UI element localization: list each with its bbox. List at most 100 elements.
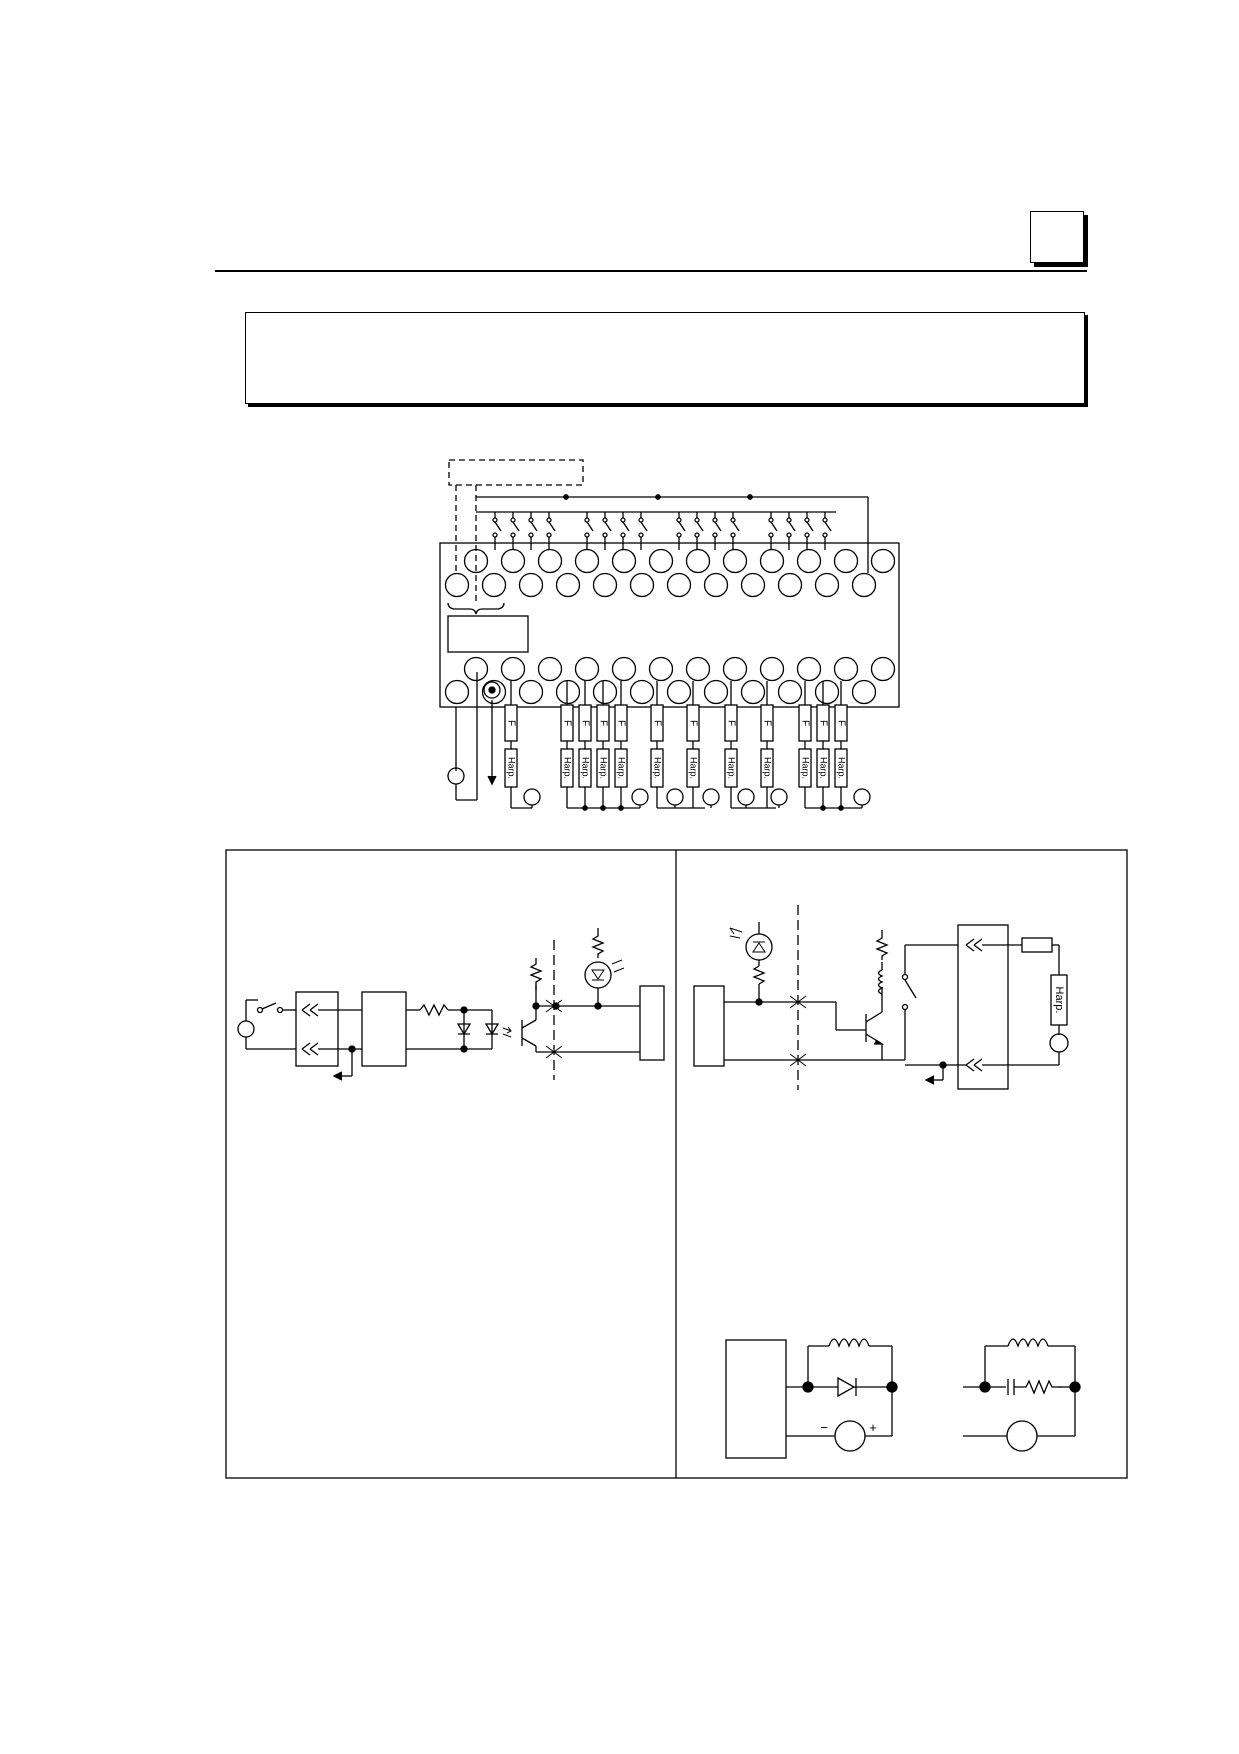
terminal-screw (685, 548, 711, 574)
top-terminal-row-lower (444, 572, 877, 598)
filter-block (361, 991, 407, 1067)
load-label: Harp. (617, 757, 627, 779)
input-circuit (237, 928, 665, 1081)
fuse-label: F (615, 720, 626, 726)
bottom-terminal-row-lower (444, 679, 877, 705)
supply-source-symbol (523, 788, 541, 806)
fuse-label: F (579, 720, 590, 726)
input-switch (604, 521, 612, 532)
fuse (1021, 937, 1053, 953)
terminal-screw (592, 572, 618, 598)
supply-source-symbol (737, 788, 755, 806)
terminal-screw (537, 548, 563, 574)
terminal-screw (740, 679, 766, 705)
switch-contact (546, 517, 552, 523)
load-label: Harp. (507, 757, 517, 779)
terminal-screw (500, 548, 526, 574)
source-symbol (1049, 1033, 1069, 1053)
terminal-screw (870, 548, 896, 574)
supply-source-symbol (666, 788, 684, 806)
bottom-terminal-row-upper (463, 656, 896, 682)
switch-contact (602, 532, 608, 538)
note-box (245, 312, 1085, 404)
input-switch (770, 521, 778, 532)
zener-diode (456, 1023, 472, 1036)
terminal-screw (833, 548, 859, 574)
switch-contact (712, 532, 718, 538)
load-label: Harp. (837, 757, 847, 779)
switch-contact (786, 532, 792, 538)
switch-contact (546, 532, 552, 538)
status-led (745, 933, 773, 961)
input-switch (732, 521, 740, 532)
switch-contact (768, 517, 774, 523)
input-switch (714, 521, 722, 532)
source-symbol (237, 1020, 255, 1038)
connector-block (295, 991, 339, 1067)
brace (447, 602, 505, 615)
terminal-screw (463, 548, 489, 574)
top-terminal-row-upper (463, 548, 896, 574)
terminal-screw (574, 548, 600, 574)
input-switch (678, 521, 686, 532)
terminal-screw (870, 656, 896, 682)
load-label: Harp. (563, 757, 573, 779)
output-transistor (865, 1011, 883, 1045)
input-switch (548, 521, 556, 532)
fuse-label: F (799, 720, 810, 726)
input-switch (640, 521, 648, 532)
switch-contact (676, 532, 682, 538)
chapter-marker (1030, 211, 1084, 263)
terminal-screw (796, 656, 822, 682)
plus-sign: + (869, 1420, 877, 1435)
load-label: Harp. (819, 757, 829, 779)
terminal-screw (703, 679, 729, 705)
input-switch (788, 521, 796, 532)
terminal-screw (814, 572, 840, 598)
switch-contact (602, 517, 608, 523)
switch-contact (786, 517, 792, 523)
fuse-label: F (505, 720, 516, 726)
terminal-screw (685, 656, 711, 682)
relay-contact (904, 979, 917, 999)
input-switch (512, 521, 520, 532)
phototransistor (521, 1019, 537, 1047)
terminal-screw (444, 572, 470, 598)
supply-source-symbol (770, 788, 788, 806)
terminal-screw (722, 548, 748, 574)
input-switch (530, 521, 538, 532)
photocoupler-led (484, 1023, 500, 1036)
input-switch (494, 521, 502, 532)
load-label: Harp. (689, 757, 699, 779)
terminal-screw (759, 548, 785, 574)
terminal-screw (555, 572, 581, 598)
terminal-screw (629, 572, 655, 598)
flyback-diode (837, 1376, 857, 1398)
circuit-panels (225, 849, 1128, 1479)
switch-contact (584, 532, 590, 538)
dc-source-symbol (834, 1420, 866, 1452)
output-load-bank: FHarp.FHarp.FHarp.FHarp.FHarp.FHarp.FHar… (504, 681, 871, 811)
switch-contact (492, 517, 498, 523)
header-rule (215, 270, 1087, 272)
load-label: Harp. (801, 757, 811, 779)
switch-contact (492, 532, 498, 538)
terminal-screw (537, 656, 563, 682)
switch-contact (822, 517, 828, 523)
input-switch-bank (476, 494, 869, 573)
terminal-screw (796, 548, 822, 574)
terminal-screw (777, 679, 803, 705)
terminal-screw (518, 572, 544, 598)
internal-circuit-block (693, 985, 725, 1067)
load-label: Harp. (763, 757, 773, 779)
switch-contact (712, 517, 718, 523)
terminal-screw (481, 572, 507, 598)
fuse-label: F (597, 720, 608, 726)
rc-snubber (998, 1379, 1062, 1395)
terminal-screw (500, 656, 526, 682)
connector-block (957, 924, 1009, 1090)
terminal-block-body (439, 542, 900, 708)
switch-contact (730, 532, 736, 538)
fuse-label: F (561, 720, 572, 726)
